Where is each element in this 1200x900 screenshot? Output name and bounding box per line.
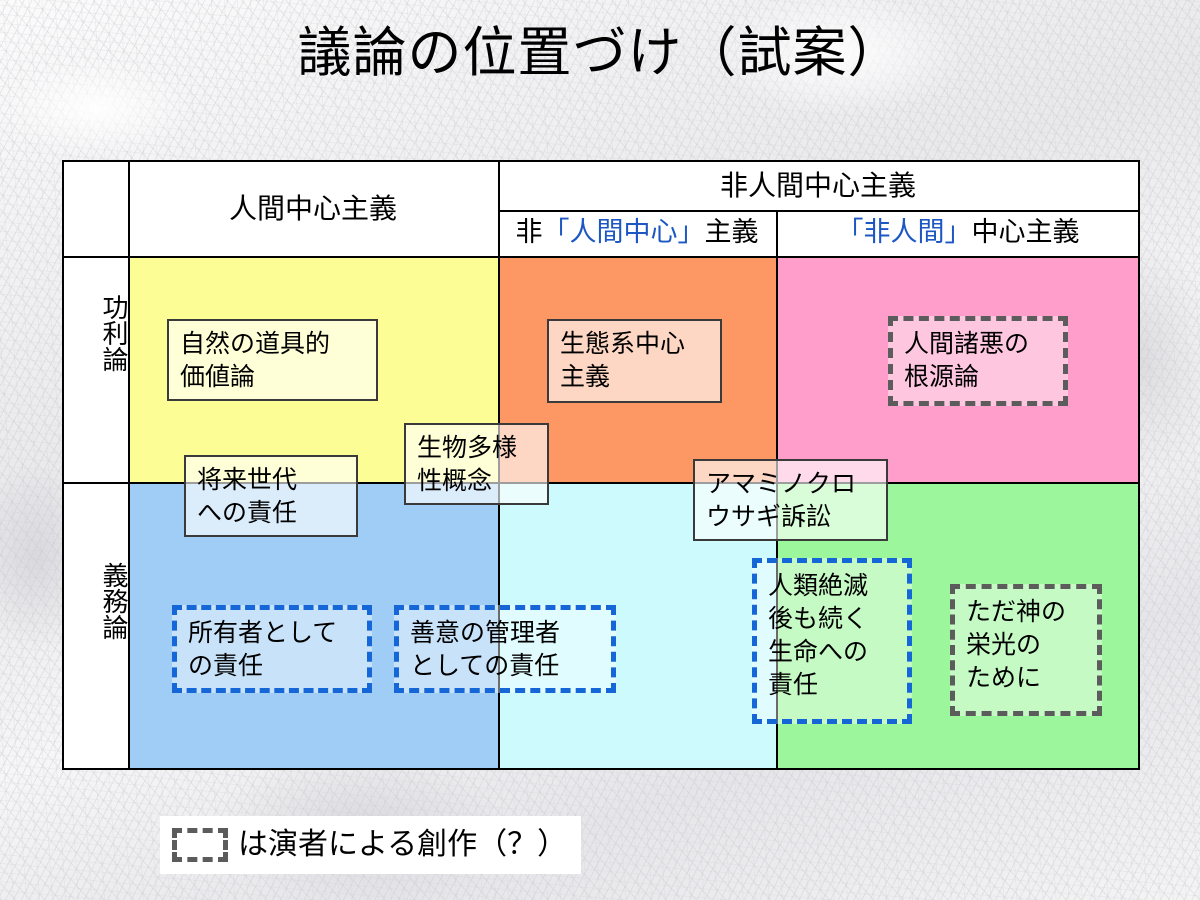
box-humans-root-of-all-evil[interactable]: 人間諸悪の 根源論 xyxy=(888,316,1068,406)
header-suffix-text: 主義 xyxy=(704,217,759,248)
page-title: 議論の位置づけ（試案） xyxy=(297,21,903,84)
header-quoted-text: 「人間中心」 xyxy=(542,217,705,248)
column-header-nonhuman-centric: 「非人間」中心主義 xyxy=(778,210,1138,256)
box-instrumental-value-of-nature[interactable]: 自然の道具的 価値論 xyxy=(167,319,378,401)
column-header-anthropocentrism: 人間中心主義 xyxy=(228,192,397,225)
box-responsibility-as-owner[interactable]: 所有者として の責任 xyxy=(172,605,372,693)
column-header-non-anthropocentrism: 非人間中心主義 xyxy=(719,169,916,202)
dashed-box-icon xyxy=(172,828,228,862)
box-biodiversity-concept[interactable]: 生物多様 性概念 xyxy=(404,423,549,505)
grid-line-horizontal-header-bottom xyxy=(64,256,1138,258)
box-for-the-glory-of-god-alone[interactable]: ただ神の 栄光の ために xyxy=(950,584,1102,716)
matrix-table: 人間中心主義 非人間中心主義 非「人間中心」主義 「非人間」中心主義 功利論 義… xyxy=(62,160,1140,770)
legend: は演者による創作（？） xyxy=(160,816,582,874)
quadrant-utilitarian-nonhuman-centric xyxy=(776,256,1138,482)
row-header-deontology: 義務論 xyxy=(98,562,128,640)
row-header-utilitarianism: 功利論 xyxy=(98,294,128,372)
column-header-non-human-centered: 非「人間中心」主義 xyxy=(498,210,776,256)
legend-label: は演者による創作（？） xyxy=(238,827,568,862)
box-responsibility-as-good-steward[interactable]: 善意の管理者 としての責任 xyxy=(394,605,616,693)
grid-line-vertical-rowlabel xyxy=(128,162,130,768)
header-prefix-text: 非 xyxy=(515,217,543,248)
box-responsibility-to-life-after-human-extinction[interactable]: 人類絶滅 後も続く 生命への 責任 xyxy=(752,558,912,724)
header-quoted-text: 「非人間」 xyxy=(836,217,972,248)
box-ecosystem-centrism[interactable]: 生態系中心 主義 xyxy=(547,319,722,403)
box-amami-rabbit-lawsuit[interactable]: アマミノクロ ウサギ訴訟 xyxy=(693,459,888,541)
header-suffix-text: 中心主義 xyxy=(971,217,1080,248)
box-responsibility-to-future-generations[interactable]: 将来世代 への責任 xyxy=(184,455,358,537)
grid-line-horizontal-row-split xyxy=(64,482,1138,484)
grid-line-horizontal-subheader xyxy=(498,210,1138,212)
